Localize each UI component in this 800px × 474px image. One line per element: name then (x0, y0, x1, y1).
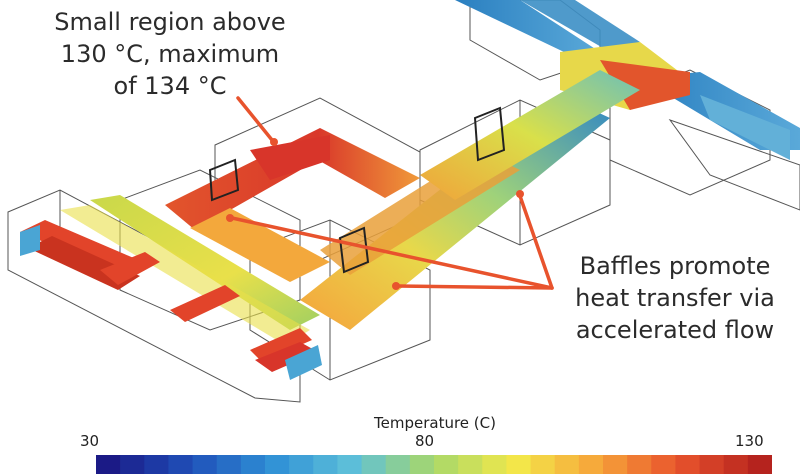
colorbar-segment (240, 455, 266, 474)
colorbar-segment (627, 455, 652, 474)
colorbar-segment (506, 455, 532, 474)
colorbar-segment (96, 455, 121, 474)
colorbar-segment (337, 455, 363, 474)
colorbar-segment (578, 455, 604, 474)
colorbar-segment (699, 455, 725, 474)
legend-title: Temperature (C) (374, 414, 496, 432)
legend-max-label: 130 (735, 432, 764, 450)
baffle-frames (208, 106, 506, 274)
annotation-line: accelerated flow (575, 316, 775, 344)
colorbar-segment (409, 455, 435, 474)
flow-channels (20, 0, 800, 380)
colorbar-segment (747, 455, 772, 474)
colorbar-segment (723, 455, 749, 474)
annotation-hot-region: Small region above 130 °C, maximum of 13… (40, 6, 300, 102)
colorbar-segment (313, 455, 339, 474)
colorbar-segment (385, 455, 411, 474)
colorbar-segment (603, 455, 628, 474)
colorbar-segment (361, 455, 387, 474)
temperature-colorbar (96, 455, 772, 474)
annotation-line: of 134 °C (113, 72, 227, 100)
colorbar-segment (458, 455, 483, 474)
colorbar-segment (192, 455, 218, 474)
annotation-line: 130 °C, maximum (60, 40, 280, 68)
legend-min-label: 30 (80, 432, 100, 450)
colorbar-segment (530, 455, 556, 474)
annotation-line: heat transfer via (575, 284, 775, 312)
colorbar-segment (144, 455, 170, 474)
colorbar-segment (289, 455, 314, 474)
colorbar-segment (651, 455, 677, 474)
colorbar-segment (120, 455, 145, 474)
colorbar-segment (265, 455, 290, 474)
annotation-line: Baffles promote (579, 252, 771, 280)
colorbar-segment (168, 455, 194, 474)
annotation-baffles: Baffles promote heat transfer via accele… (555, 250, 795, 346)
colorbar-segment (216, 455, 242, 474)
colorbar-segment (554, 455, 580, 474)
colorbar-segment (675, 455, 701, 474)
colorbar-segment (434, 455, 459, 474)
annotation-line: Small region above (54, 8, 286, 36)
annotation-arrows (226, 96, 554, 290)
colorbar-segment (482, 455, 508, 474)
legend-mid-label: 80 (415, 432, 435, 450)
